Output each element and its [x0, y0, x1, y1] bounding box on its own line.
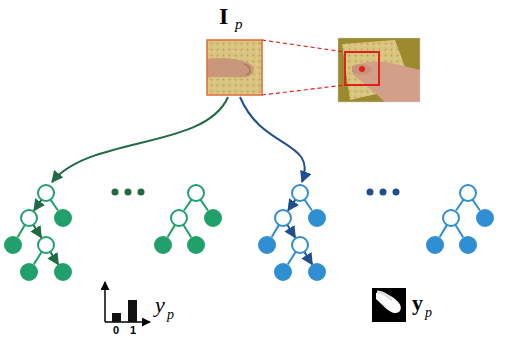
split-node	[292, 185, 308, 201]
symbol-label: I	[219, 4, 228, 28]
split-node	[171, 210, 187, 226]
tree-branch	[472, 200, 479, 211]
leaf-node	[5, 237, 21, 253]
leaf-node	[55, 210, 71, 226]
ellipsis-dot	[367, 189, 374, 196]
split-node	[188, 185, 204, 201]
tree-ensemble	[259, 185, 493, 280]
ellipsis-dot	[380, 189, 387, 196]
ellipsis-dot	[138, 189, 145, 196]
subscript-label: p	[425, 306, 432, 320]
subscript-label: p	[167, 308, 174, 322]
symbol-label: y	[412, 292, 423, 314]
leaf-node	[188, 237, 204, 253]
tree-branch	[18, 225, 25, 237]
patch-border	[207, 40, 262, 95]
decision-tree	[155, 185, 221, 253]
tree-branch	[455, 225, 463, 238]
axis-tick: 1	[130, 325, 136, 336]
leaf-node	[427, 237, 443, 253]
split-node	[443, 210, 459, 226]
flow-arrow	[52, 97, 228, 182]
ellipsis-dot	[393, 189, 400, 196]
zoom-line	[262, 85, 345, 95]
decision-path	[33, 225, 41, 238]
mask-image	[372, 288, 406, 322]
image-patch	[207, 40, 262, 95]
split-node	[275, 210, 291, 226]
zoom-line	[262, 40, 345, 52]
leaf-node	[205, 210, 221, 226]
split-node	[21, 210, 37, 226]
leaf-node	[477, 210, 493, 226]
tree-branch	[168, 225, 175, 237]
tree-branch	[200, 200, 207, 211]
tree-branch	[183, 225, 191, 238]
source-image	[338, 38, 420, 102]
leaf-node	[155, 237, 171, 253]
decision-path	[288, 200, 295, 211]
axis-tick: 0	[113, 325, 119, 336]
leaf-node	[309, 210, 325, 226]
tree-branch	[34, 252, 42, 265]
crop-box	[345, 52, 379, 85]
decision-path	[50, 252, 58, 265]
decision-path	[304, 252, 312, 265]
decision-tree	[5, 185, 71, 280]
tree-branch	[272, 225, 279, 237]
ellipsis-dot	[125, 189, 132, 196]
ellipsis-dot	[112, 189, 119, 196]
decision-tree	[427, 185, 493, 253]
pixel-dot	[359, 66, 365, 72]
split-node	[460, 185, 476, 201]
leaf-node	[55, 264, 71, 280]
tree-branch	[440, 225, 447, 237]
tree-branch	[184, 200, 191, 211]
tree-branch	[456, 200, 463, 211]
flow-arrow	[240, 97, 305, 182]
leaf-node	[309, 264, 325, 280]
leaf-node	[21, 264, 37, 280]
decision-path	[34, 200, 41, 211]
split-node	[38, 237, 54, 253]
tree-branch	[288, 252, 296, 265]
split-node	[292, 237, 308, 253]
leaf-node	[275, 264, 291, 280]
tree-branch	[50, 200, 57, 211]
split-node	[38, 185, 54, 201]
symbol-label: y	[155, 294, 165, 316]
tree-branch	[304, 200, 311, 211]
tree-ensemble	[5, 185, 221, 280]
leaf-node	[259, 237, 275, 253]
leaf-node	[460, 237, 476, 253]
decision-tree	[259, 185, 325, 280]
decision-path	[287, 225, 295, 238]
histogram	[105, 282, 150, 322]
subscript-label: p	[235, 17, 243, 32]
